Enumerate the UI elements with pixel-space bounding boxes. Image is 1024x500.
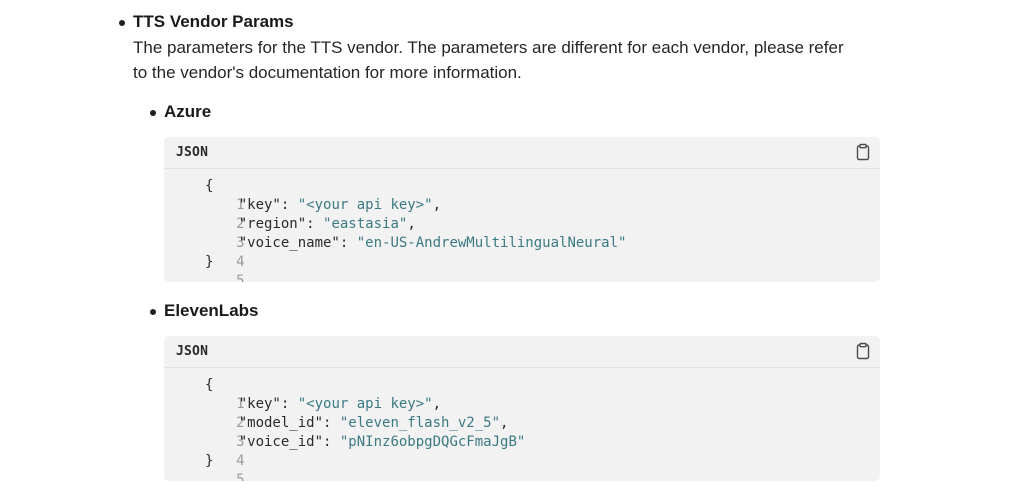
code-language-label: JSON xyxy=(176,145,209,160)
json-value: "<your api key>" xyxy=(297,396,433,412)
json-value: "eleven_flash_v2_5" xyxy=(339,415,501,431)
code-line: 4 "voice_name": "en-US-AndrewMultilingua… xyxy=(164,234,880,270)
line-number: 4 xyxy=(236,254,245,270)
code-language-label: JSON xyxy=(176,344,209,359)
code-line: 4 "voice_id": "pNInz6obpgDQGcFmaJgB" xyxy=(164,433,880,469)
section-title: TTS Vendor Params xyxy=(133,12,294,31)
copy-button[interactable] xyxy=(854,143,872,161)
open-brace: { xyxy=(205,178,214,194)
code-line: 5 } xyxy=(164,452,880,481)
json-value: "<your api key>" xyxy=(297,197,433,213)
json-key: "model_id" xyxy=(238,415,324,431)
code-body: 1 { 2 "key": "<your api key>", 3 "model_… xyxy=(164,376,880,481)
close-brace: } xyxy=(205,254,214,270)
code-line: 5 } xyxy=(164,253,880,282)
code-line: 3 "region": "eastasia", xyxy=(164,215,880,251)
list-bullet xyxy=(150,110,156,116)
code-block-header: JSON xyxy=(164,137,880,169)
line-number: 2 xyxy=(236,415,245,431)
json-value: "en-US-AndrewMultilingualNeural" xyxy=(356,235,627,251)
line-number: 5 xyxy=(236,472,245,481)
json-value: "eastasia" xyxy=(323,216,408,232)
code-line: 2 "key": "<your api key>", xyxy=(164,196,880,232)
json-key: "voice_id" xyxy=(238,434,324,450)
code-line: 1 { xyxy=(164,376,880,412)
json-key: "key" xyxy=(238,396,281,412)
code-block-azure: JSON 1 { 2 "key": "<your api key>", 3 "r… xyxy=(164,137,880,282)
list-bullet xyxy=(119,20,125,26)
json-key: "region" xyxy=(238,216,307,232)
line-number: 1 xyxy=(236,197,245,213)
json-key: "voice_name" xyxy=(238,235,340,251)
clipboard-icon xyxy=(856,143,870,161)
code-line: 3 "model_id": "eleven_flash_v2_5", xyxy=(164,414,880,450)
code-block-elevenlabs: JSON 1 { 2 "key": "<your api key>", 3 "m… xyxy=(164,336,880,481)
code-block-header: JSON xyxy=(164,336,880,368)
open-brace: { xyxy=(205,377,214,393)
code-line: 2 "key": "<your api key>", xyxy=(164,395,880,431)
line-number: 5 xyxy=(236,273,245,282)
section-description: The parameters for the TTS vendor. The p… xyxy=(133,38,844,82)
line-number: 1 xyxy=(236,396,245,412)
json-key: "key" xyxy=(238,197,281,213)
json-value: "pNInz6obpgDQGcFmaJgB" xyxy=(339,434,526,450)
vendor-title-azure: Azure xyxy=(164,102,212,121)
code-body: 1 { 2 "key": "<your api key>", 3 "region… xyxy=(164,177,880,282)
copy-button[interactable] xyxy=(854,342,872,360)
close-brace: } xyxy=(205,453,214,469)
list-bullet xyxy=(150,309,156,315)
line-number: 3 xyxy=(236,434,245,450)
line-number: 2 xyxy=(236,216,245,232)
line-number: 3 xyxy=(236,235,245,251)
line-number: 4 xyxy=(236,453,245,469)
clipboard-icon xyxy=(856,342,870,360)
code-line: 1 { xyxy=(164,177,880,213)
vendor-title-elevenlabs: ElevenLabs xyxy=(164,301,259,320)
